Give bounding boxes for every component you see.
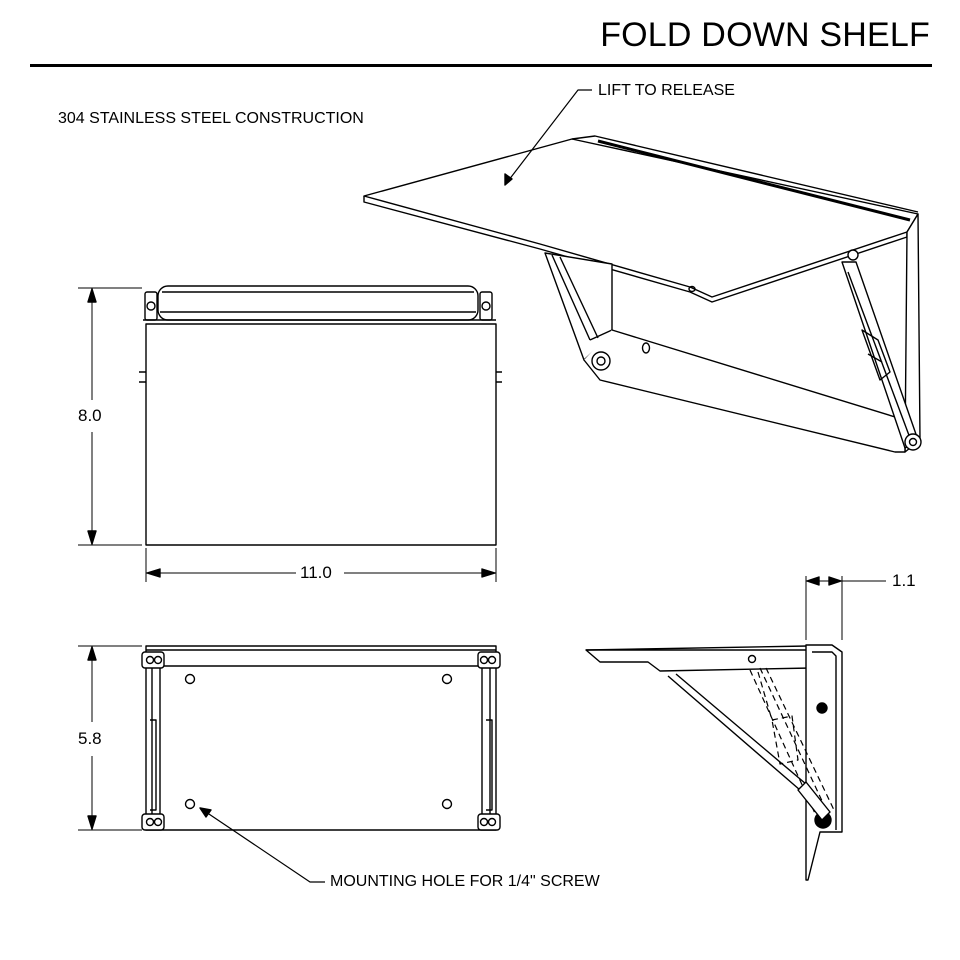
lift-to-release-callout: LIFT TO RELEASE — [598, 82, 735, 99]
offset-dimension-label: 1.1 — [890, 571, 918, 591]
mounting-hole-callout: MOUNTING HOLE FOR 1/4" SCREW — [330, 873, 600, 890]
mounting-hole-top-right — [441, 673, 453, 685]
title-underline — [30, 64, 932, 67]
side-bolt — [816, 702, 828, 714]
depth-dimension-label: 5.8 — [76, 729, 104, 749]
side-hole — [641, 342, 651, 354]
side-strut — [667, 673, 807, 791]
shelf-top-plate — [363, 138, 919, 298]
left-pivot-bolt — [591, 351, 611, 371]
right-pivot-bolt — [904, 433, 922, 451]
front-plate — [145, 323, 497, 546]
upper-pivot-bolt — [847, 249, 859, 261]
front-view — [78, 285, 502, 582]
isometric-view — [363, 89, 922, 453]
mounting-hole-bottom-right — [441, 798, 453, 810]
right-rail — [481, 654, 491, 828]
lift-leader-line — [504, 89, 592, 186]
plan-view — [78, 645, 501, 883]
mounting-hole-top-left — [184, 673, 196, 685]
height-dimension-label: 8.0 — [76, 406, 104, 426]
width-dimension-label: 11.0 — [298, 563, 334, 583]
mounting-hole-bottom-left — [184, 798, 196, 810]
hinge-tube — [157, 285, 479, 321]
side-plate — [583, 329, 906, 453]
drawing-title: FOLD DOWN SHELF — [600, 16, 930, 54]
mounting-leader-line — [199, 807, 325, 883]
side-view — [585, 576, 886, 881]
left-rail — [151, 654, 161, 828]
plan-plate — [145, 645, 497, 831]
material-note: 304 STAINLESS STEEL CONSTRUCTION — [58, 110, 364, 127]
side-shelf-plate — [585, 649, 813, 672]
hidden-folded-arm — [749, 667, 835, 821]
